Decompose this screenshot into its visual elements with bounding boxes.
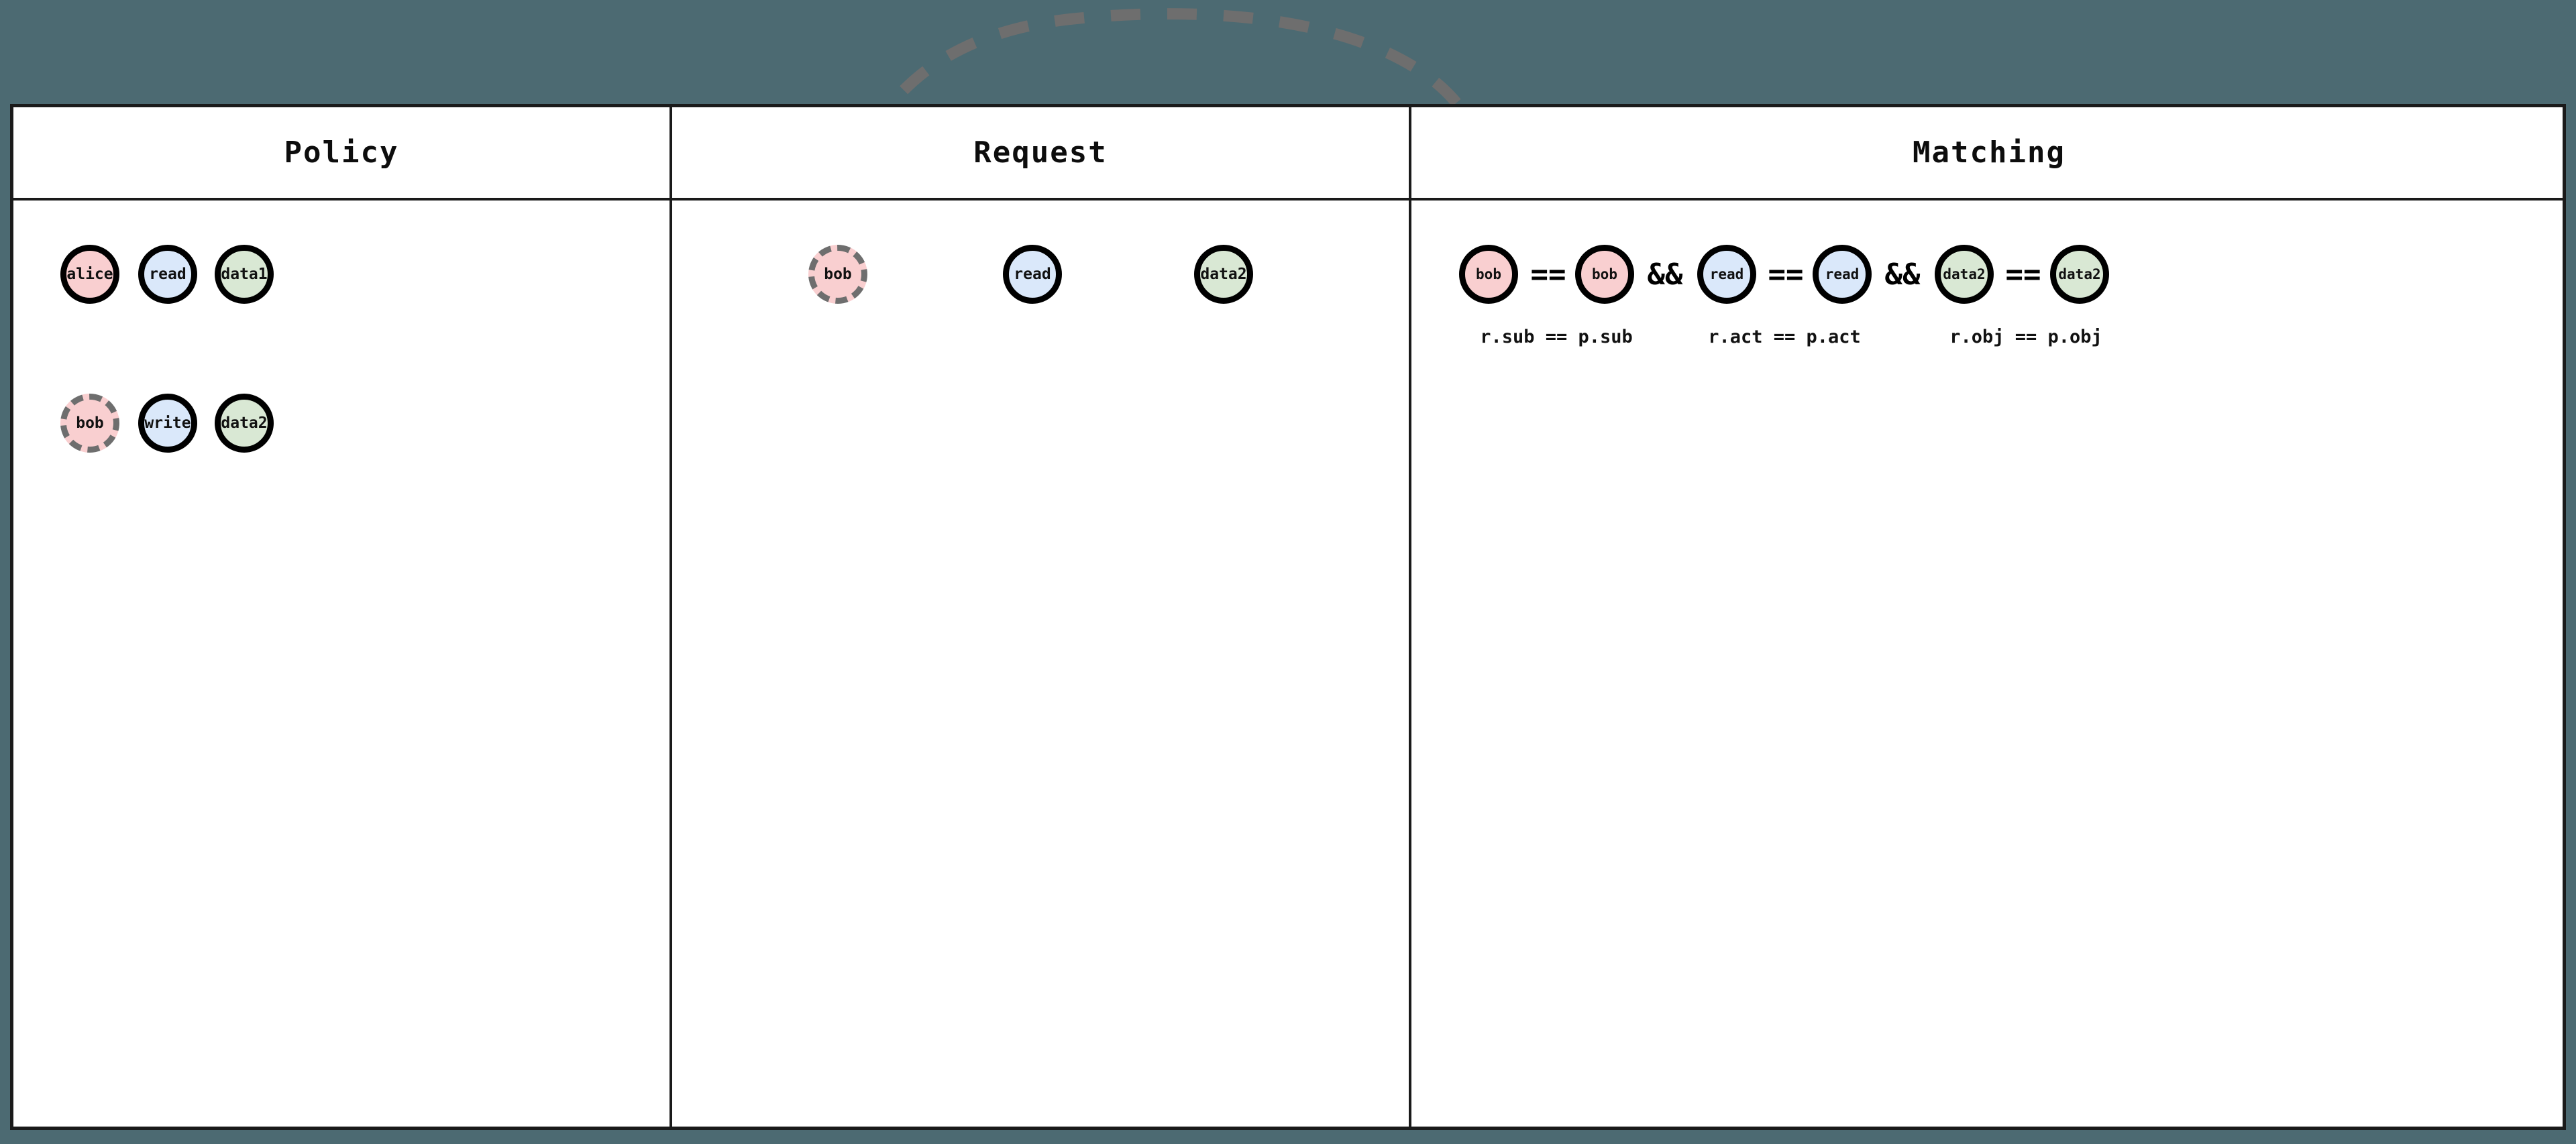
matching-node-g2-left[interactable]: data2 (1935, 245, 1994, 304)
policy-node-data2[interactable]: data2 (215, 394, 274, 453)
column-header-request: Request (973, 135, 1108, 170)
column-divider-2 (1409, 107, 1411, 1127)
policy-node-read[interactable]: read (138, 245, 197, 304)
policy-node-bob[interactable]: bob (60, 394, 119, 453)
node-label: read (1014, 266, 1051, 283)
matching-node-g1-left[interactable]: read (1697, 245, 1756, 304)
matching-operator-g2: == (2005, 257, 2041, 292)
node-label: data1 (221, 266, 268, 283)
matching-clause-g2: r.obj == p.obj (1949, 326, 2102, 347)
policy-node-data1[interactable]: data1 (215, 245, 274, 304)
policy-matching-table: Policy Request Matching alice read data1… (10, 104, 2566, 1130)
node-label: data2 (221, 414, 268, 432)
matching-node-g0-right[interactable]: bob (1575, 245, 1634, 304)
matching-clause-g1: r.act == p.act (1708, 326, 1861, 347)
request-node-read[interactable]: read (1003, 245, 1062, 304)
node-label: read (149, 266, 186, 283)
matching-operator-g0: == (1530, 257, 1566, 292)
matching-node-g0-left[interactable]: bob (1459, 245, 1518, 304)
matching-joiner-g1: && (1884, 257, 1921, 292)
column-header-matching: Matching (1913, 135, 2065, 170)
node-label: read (1709, 266, 1744, 282)
request-node-bob[interactable]: bob (808, 245, 867, 304)
column-header-policy: Policy (284, 135, 399, 170)
policy-node-alice[interactable]: alice (60, 245, 119, 304)
matching-operator-g1: == (1768, 257, 1804, 292)
node-label: write (144, 414, 191, 432)
node-label: bob (1476, 266, 1501, 282)
node-label: read (1825, 266, 1860, 282)
node-label: bob (1592, 266, 1617, 282)
node-label: bob (76, 414, 104, 432)
node-label: data2 (2058, 266, 2101, 282)
matching-joiner-g0: && (1647, 257, 1683, 292)
policy-node-write[interactable]: write (138, 394, 197, 453)
matching-node-g2-right[interactable]: data2 (2050, 245, 2109, 304)
matching-clause-g0: r.sub == p.sub (1480, 326, 1633, 347)
node-label: alice (66, 266, 113, 283)
request-node-data2[interactable]: data2 (1194, 245, 1253, 304)
node-label: data2 (1200, 266, 1247, 283)
node-label: bob (824, 266, 852, 283)
header-rule (13, 198, 2563, 201)
column-divider-1 (669, 107, 672, 1127)
matching-node-g1-right[interactable]: read (1813, 245, 1872, 304)
node-label: data2 (1943, 266, 1986, 282)
